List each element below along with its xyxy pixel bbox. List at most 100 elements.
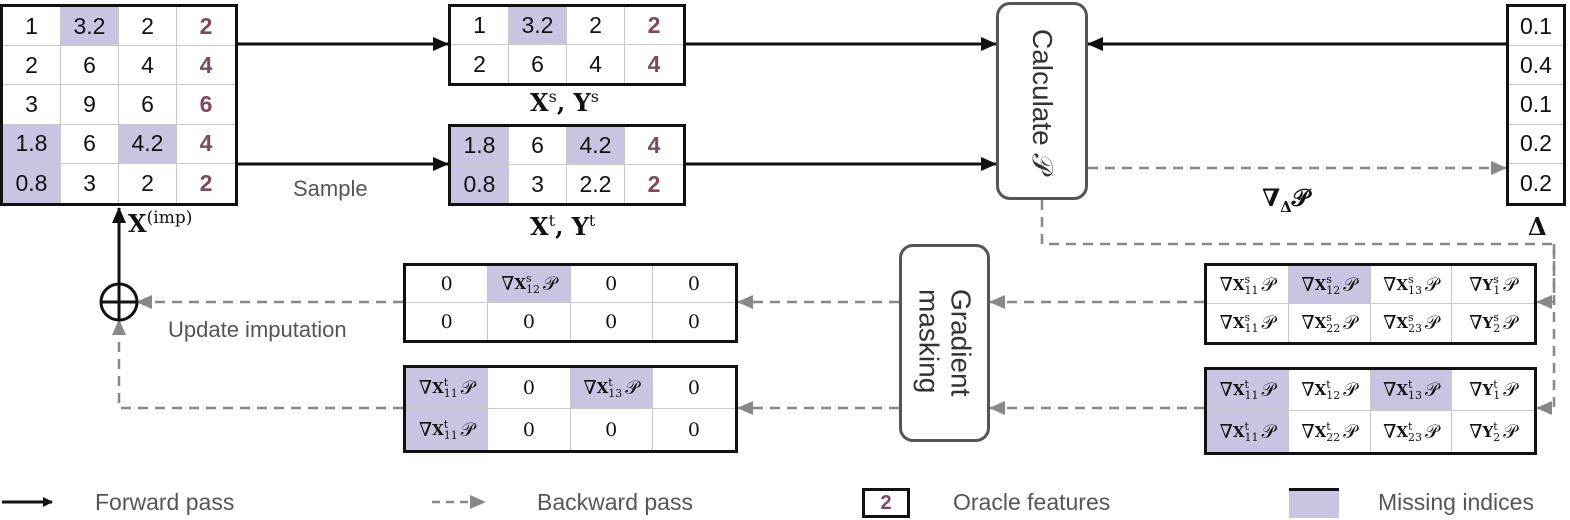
matrix-cell: 2	[451, 45, 509, 83]
matrix-cell: 3	[509, 165, 567, 203]
plus-circle-icon	[99, 282, 139, 322]
imputed-matrix-label: X(imp)	[128, 208, 193, 238]
matrix-cell: 0	[488, 303, 571, 340]
matrix-cell: 4	[177, 46, 235, 86]
legend-oracle-label: Oracle features	[953, 489, 1111, 515]
matrix-cell: 0.4	[1509, 46, 1563, 86]
matrix-cell: 4.2	[567, 127, 625, 165]
matrix-cell: 0.8	[3, 163, 61, 203]
matrix-cell: 0	[571, 303, 653, 340]
matrix-cell: 0	[652, 266, 735, 303]
legend-oracle-swatch: 2	[862, 488, 910, 518]
matrix-cell: 0.8	[451, 165, 509, 203]
matrix-cell: 0	[570, 266, 653, 303]
matrix-cell: 0	[406, 266, 489, 303]
grad-delta-label: ∇Δ𝒫	[1262, 183, 1310, 216]
matrix-cell: 6	[61, 46, 119, 86]
matrix-cell: 4	[177, 125, 235, 164]
matrix-cell: 2	[647, 170, 661, 197]
matrix-cell: 0	[571, 409, 653, 450]
matrix-cell: 3	[61, 163, 119, 203]
matrix-cell: 4.2	[119, 124, 177, 164]
matrix-cell: 6	[509, 45, 567, 83]
matrix-cell: 4	[567, 45, 625, 83]
matrix-cell: 6	[119, 85, 177, 125]
matrix-cell: 0	[488, 368, 571, 409]
matrix-cell: 1	[3, 7, 61, 47]
matrix-cell: 2.2	[567, 165, 625, 203]
delta-label: Δ	[1528, 212, 1547, 241]
matrix-cell: 6	[509, 127, 567, 165]
matrix-cell: 6	[61, 124, 119, 164]
legend-forward-label: Forward pass	[95, 489, 235, 515]
arrow-calc-to-grad-source	[1040, 200, 1556, 309]
matrix-cell: 0.2	[1509, 125, 1563, 164]
matrix-cell: 1.8	[3, 124, 61, 164]
matrix-cell: 2	[199, 169, 213, 196]
matrix-cell: 4	[625, 127, 683, 165]
matrix-cell: 0	[687, 418, 700, 441]
matrix-cell: 0	[687, 310, 700, 333]
sample-label: Sample	[293, 176, 368, 201]
arrow-calc-to-grad-target	[1536, 244, 1556, 415]
matrix-cell: 2	[625, 7, 683, 45]
matrix-cell: 0.2	[1520, 169, 1552, 196]
arrow-maskedtarget-to-plus	[112, 319, 403, 410]
calculate-label: Calculate 𝒫	[1027, 28, 1059, 174]
matrix-cell: 0	[652, 368, 735, 409]
matrix-cell: 0.1	[1509, 85, 1563, 125]
matrix-cell: 2	[177, 7, 235, 47]
matrix-cell: 0.1	[1509, 7, 1563, 47]
matrix-cell: 3	[3, 85, 61, 125]
update-imputation-label: Update imputation	[168, 317, 347, 342]
matrix-cell: 0	[488, 409, 571, 450]
matrix-cell: 9	[61, 85, 119, 125]
matrix-cell: 4	[119, 46, 177, 86]
matrix-cell: 1.8	[451, 127, 509, 165]
matrix-cell: 2	[119, 163, 177, 203]
legend-missing-label: Missing indices	[1378, 489, 1534, 515]
matrix-cell: 2	[3, 46, 61, 86]
matrix-cell: 2	[567, 7, 625, 45]
target-matrix-label: Xt, Yt	[530, 211, 596, 241]
matrix-cell: 1	[451, 7, 509, 45]
matrix-cell: 6	[177, 85, 235, 125]
matrix-cell: 4	[647, 50, 661, 77]
source-matrix-label: Xs, Ys	[530, 87, 599, 117]
matrix-cell: 2	[119, 7, 177, 47]
matrix-cell: 0	[406, 303, 489, 340]
legend-backward-label: Backward pass	[537, 489, 693, 515]
calculate-box: Calculate 𝒫	[996, 2, 1088, 200]
